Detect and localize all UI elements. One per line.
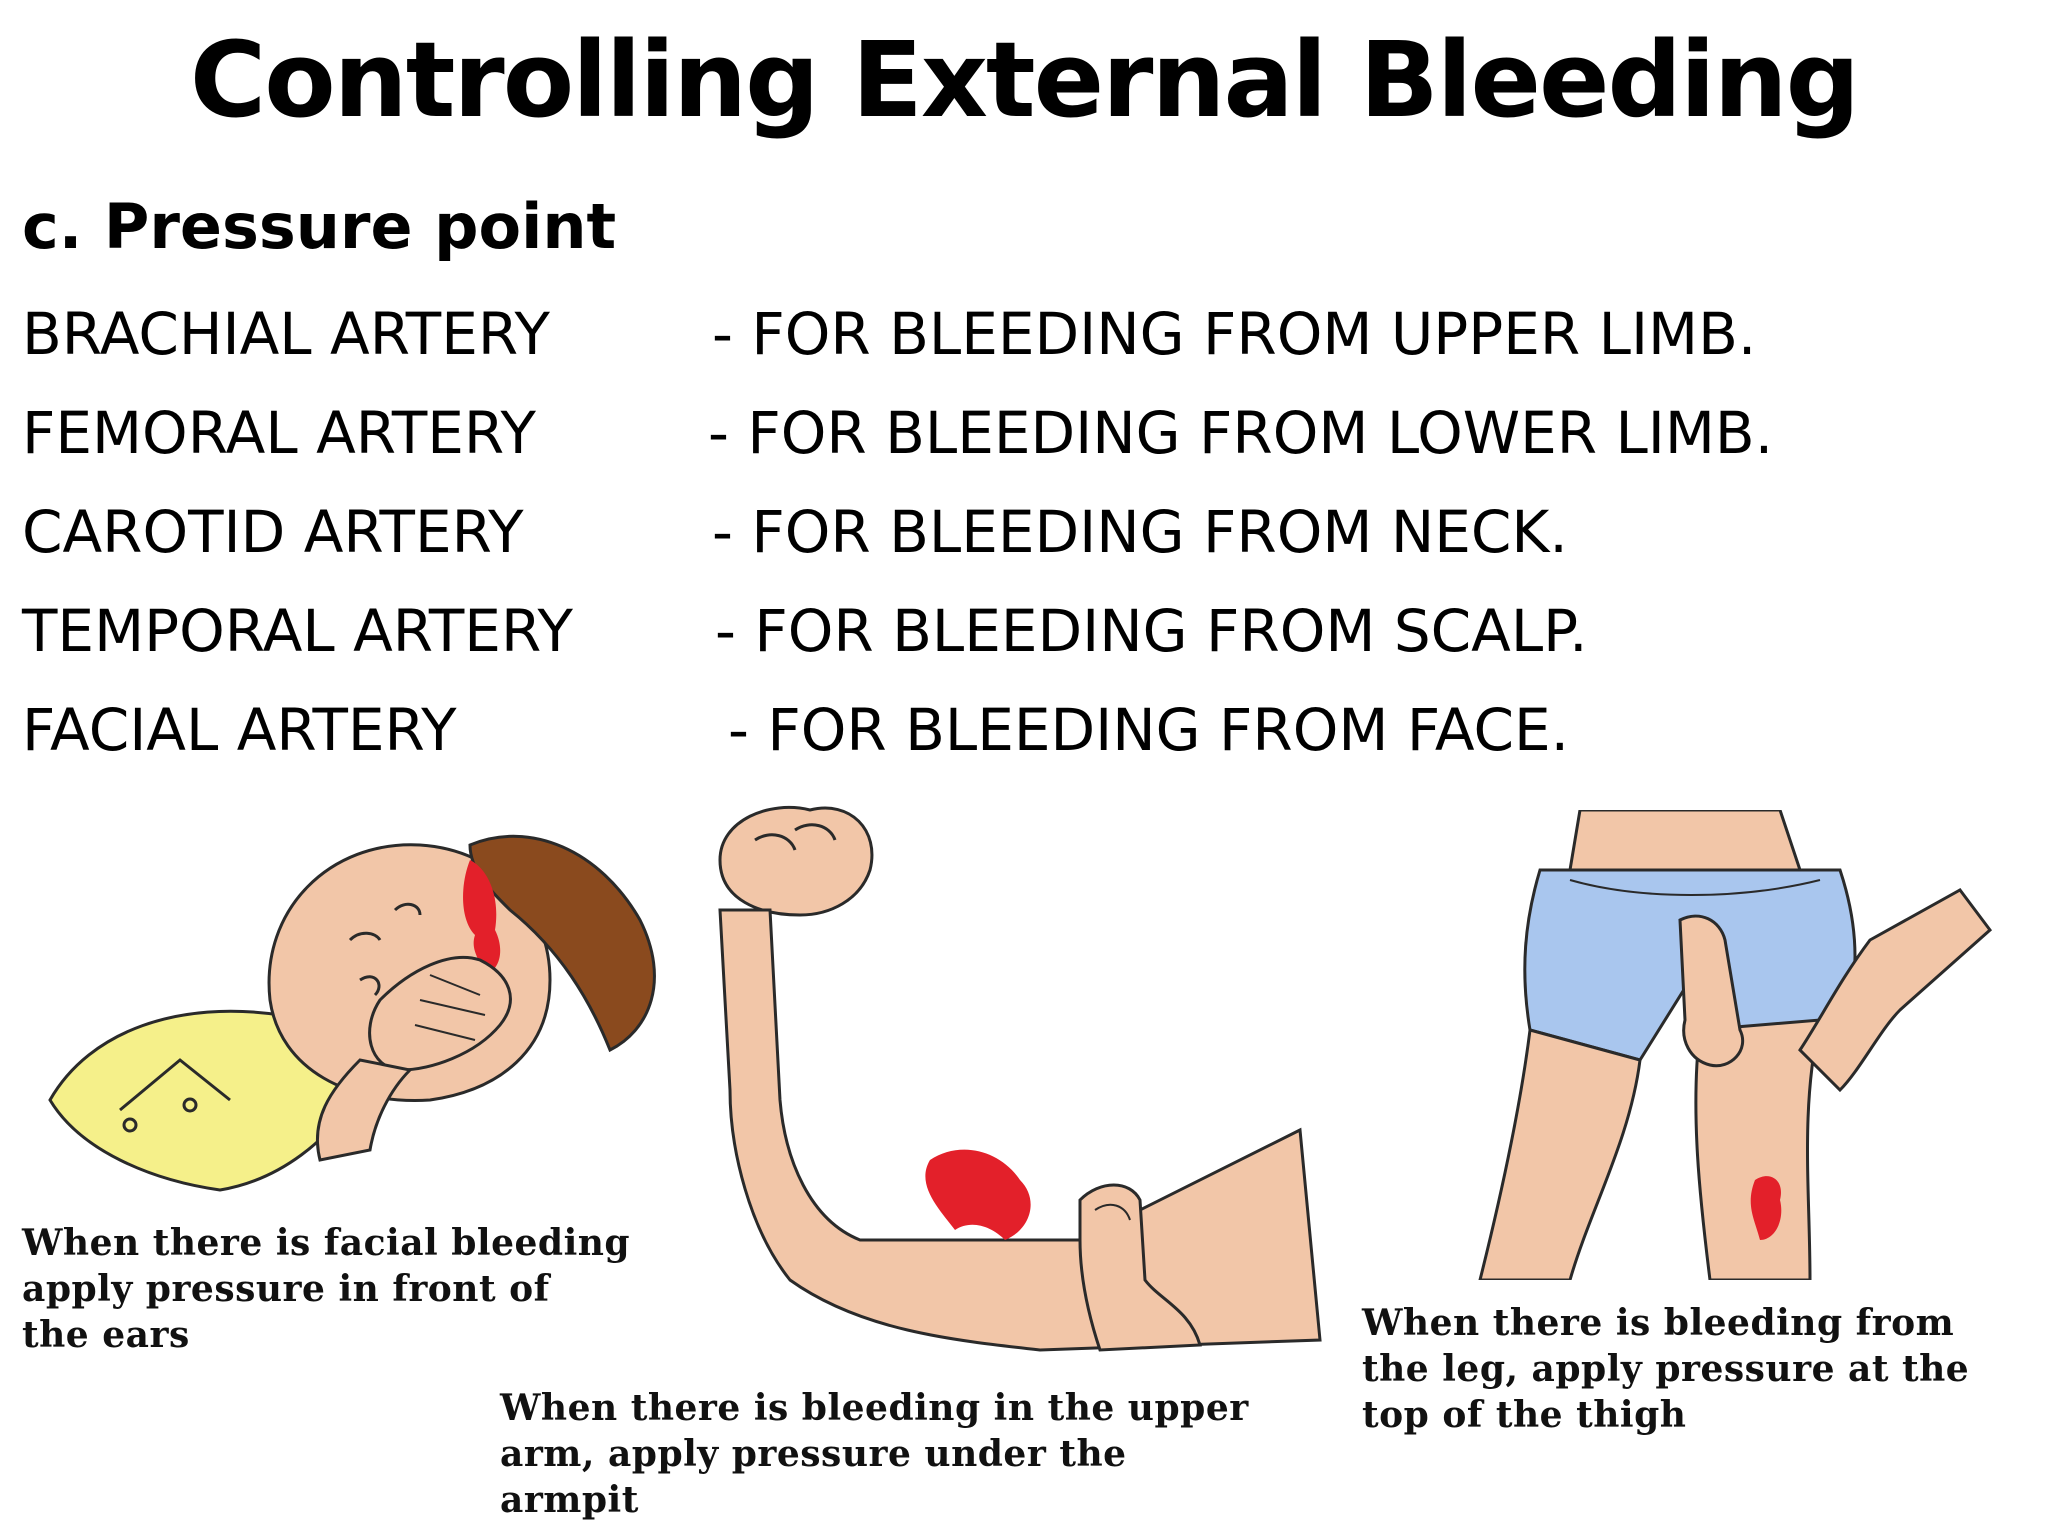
caption-line: apply pressure in front of <box>22 1268 550 1311</box>
caption-line: When there is facial bleeding <box>22 1222 631 1264</box>
artery-name: CAROTID ARTERY <box>22 498 524 566</box>
artery-name: FEMORAL ARTERY <box>22 399 536 467</box>
artery-purpose: - FOR BLEEDING FROM FACE. <box>728 696 1570 764</box>
arm-caption: When there is bleeding in the upper arm,… <box>500 1385 1249 1523</box>
arm-pressure-illustration <box>718 805 1322 1352</box>
face-caption: When there is facial bleeding apply pres… <box>22 1220 630 1358</box>
caption-line: When there is bleeding in the upper <box>500 1387 1249 1429</box>
artery-purpose: - FOR BLEEDING FROM LOWER LIMB. <box>708 399 1774 467</box>
caption-line: arm, apply pressure under the <box>500 1433 1127 1476</box>
slide-subtitle: c. Pressure point <box>22 190 617 263</box>
artery-purpose: - FOR BLEEDING FROM SCALP. <box>715 597 1588 665</box>
artery-name: FACIAL ARTERY <box>22 696 457 764</box>
arm-illustration-art <box>718 805 1322 1352</box>
leg-pressure-illustration <box>1478 810 1993 1280</box>
leg-illustration-art <box>1478 810 1993 1280</box>
artery-name: BRACHIAL ARTERY <box>22 300 550 368</box>
caption-line: the ears <box>22 1314 190 1357</box>
caption-line: top of the thigh <box>1362 1394 1687 1437</box>
caption-line: the leg, apply pressure at the <box>1362 1348 1970 1391</box>
slide-title: Controlling External Bleeding <box>189 19 1860 141</box>
face-pressure-illustration <box>48 834 656 1192</box>
artery-purpose: - FOR BLEEDING FROM UPPER LIMB. <box>712 300 1757 368</box>
leg-caption: When there is bleeding from the leg, app… <box>1362 1300 1969 1438</box>
face-illustration-art <box>48 834 656 1192</box>
caption-line: armpit <box>500 1479 639 1522</box>
artery-purpose: - FOR BLEEDING FROM NECK. <box>712 498 1568 566</box>
caption-line: When there is bleeding from <box>1362 1302 1955 1344</box>
artery-name: TEMPORAL ARTERY <box>22 597 573 665</box>
